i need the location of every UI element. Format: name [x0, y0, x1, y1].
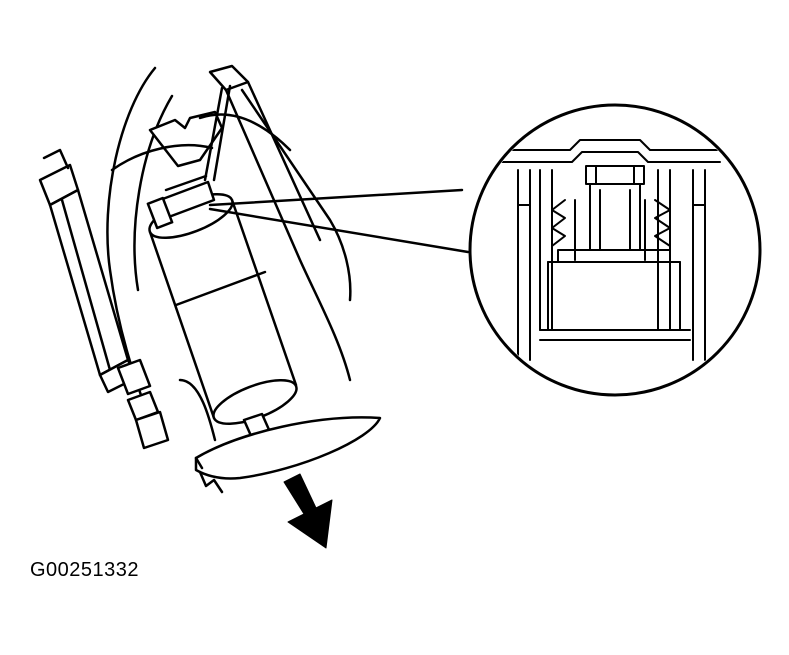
arrow-down-icon	[283, 473, 333, 549]
fuel-strainer	[194, 412, 382, 494]
figure-reference-id: G00251332	[30, 559, 140, 581]
detail-callout	[468, 103, 762, 397]
pump-housing	[106, 64, 352, 422]
fuel-pump-body	[146, 174, 298, 425]
pump-connector	[116, 358, 217, 450]
callout-leader	[208, 188, 470, 254]
fuel-line	[38, 148, 138, 394]
pump-wire	[203, 84, 232, 182]
